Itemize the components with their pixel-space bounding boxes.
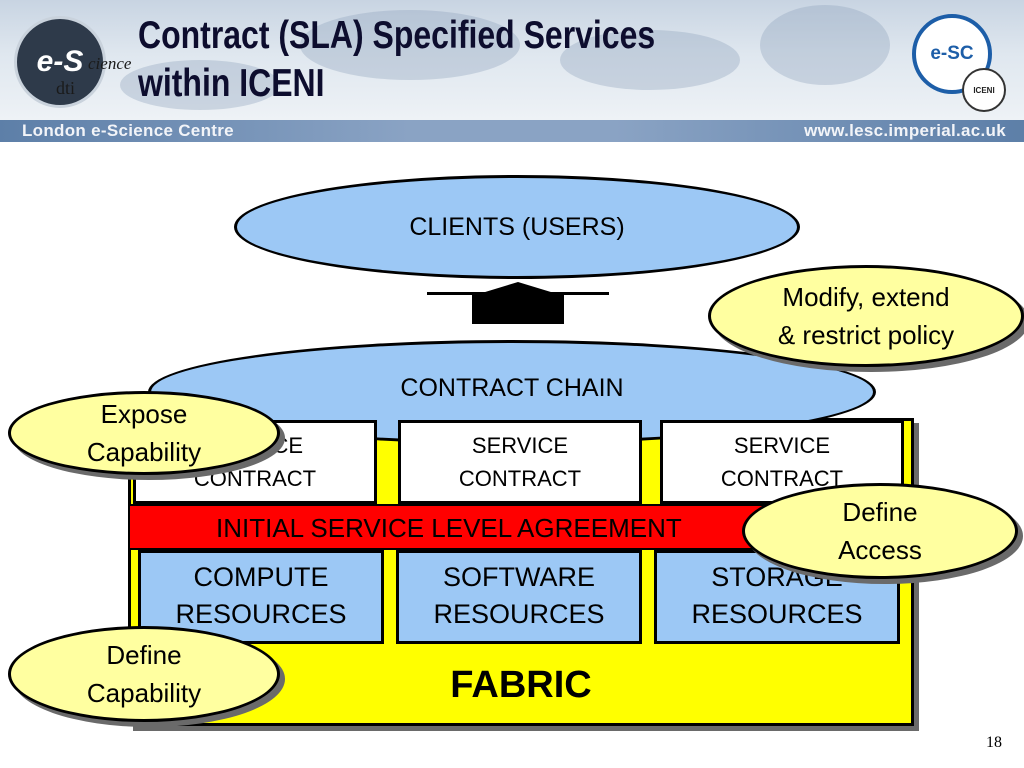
lesc-iceni-logo: e-SC ICENI xyxy=(908,10,1018,112)
resource-line2: RESOURCES xyxy=(691,599,863,629)
band-url: www.lesc.imperial.ac.uk xyxy=(804,121,1006,140)
service-contract-line2: CONTRACT xyxy=(458,466,582,491)
service-contract-line2: CONTRACT xyxy=(193,466,317,491)
service-contract-line1: SERVICE xyxy=(471,433,569,458)
callout-expose-capability: Expose Capability xyxy=(8,391,280,475)
callout-line1: Expose xyxy=(100,399,188,429)
callout-line1: Define xyxy=(842,497,918,527)
header-band: London e-Science Centre www.lesc.imperia… xyxy=(0,120,1024,142)
title-line-2: within ICENI xyxy=(138,62,325,105)
logo-right-main: e-SC xyxy=(930,43,974,64)
logo-left-sub: dti xyxy=(56,78,76,98)
callout-line2: Capability xyxy=(86,678,202,708)
page-number: 18 xyxy=(986,734,1002,751)
arrow-stem xyxy=(472,294,564,324)
callout-line2: Access xyxy=(838,535,922,565)
resource-line1: SOFTWARE xyxy=(443,562,595,592)
logo-left-main: e-S xyxy=(36,45,84,78)
contract-chain-label: CONTRACT CHAIN xyxy=(400,373,624,402)
callout-line1: Modify, extend xyxy=(782,282,950,312)
service-contract-line1: SERVICE xyxy=(733,433,831,458)
resource-line2: RESOURCES xyxy=(175,599,347,629)
resource-line1: COMPUTE xyxy=(193,562,329,592)
clients-label: CLIENTS (USERS) xyxy=(409,212,625,241)
clients-ellipse: CLIENTS (USERS) xyxy=(234,175,800,279)
arrow-bar xyxy=(427,292,609,295)
logo-left-script: cience xyxy=(88,54,132,73)
callout-define-access: Define Access xyxy=(742,483,1018,579)
slide-title: Contract (SLA) Specified Services within… xyxy=(138,12,728,108)
callout-line1: Define xyxy=(106,640,182,670)
slide-header xyxy=(0,0,1024,120)
callout-modify-policy: Modify, extend & restrict policy xyxy=(708,265,1024,367)
callout-line2: Capability xyxy=(86,437,202,467)
logo-right-badge: ICENI xyxy=(973,85,995,95)
resource-line2: RESOURCES xyxy=(433,599,605,629)
fabric-label: FABRIC xyxy=(450,664,592,706)
callout-line2: & restrict policy xyxy=(777,320,955,350)
escience-dti-logo: e-S cience dti xyxy=(8,12,140,108)
callout-define-capability: Define Capability xyxy=(8,626,280,722)
band-organisation: London e-Science Centre xyxy=(22,121,234,140)
software-resources: SOFTWARE RESOURCES xyxy=(396,550,642,644)
title-line-1: Contract (SLA) Specified Services xyxy=(138,14,656,57)
service-contract-2: SERVICE CONTRACT xyxy=(398,420,642,504)
